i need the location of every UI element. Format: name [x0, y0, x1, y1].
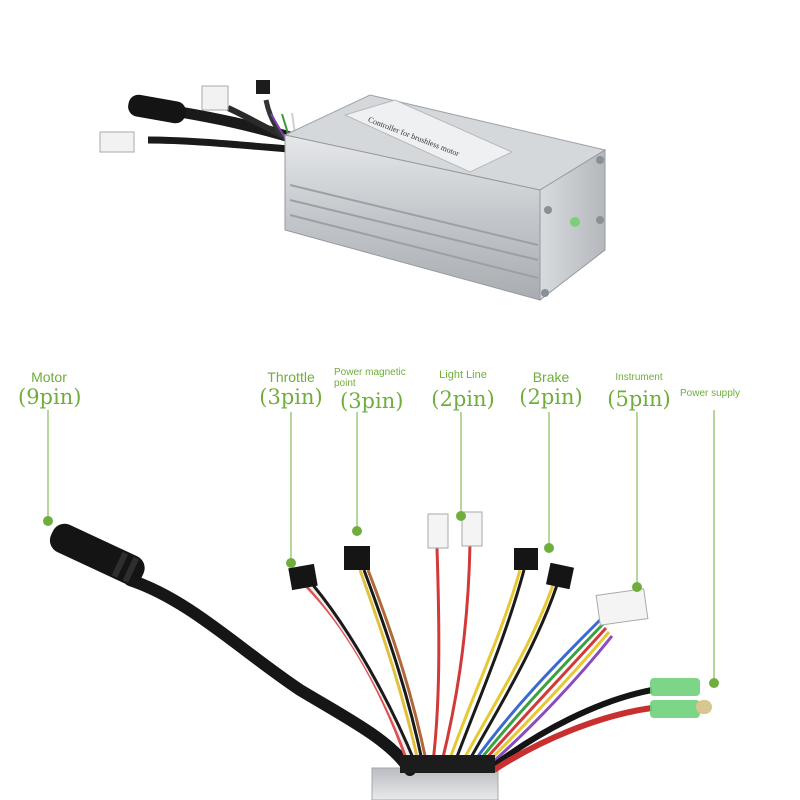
wire-bundle-sleeve — [400, 755, 495, 773]
white-connector-top-left — [99, 131, 135, 153]
label-brake-name: Brake — [532, 369, 570, 385]
wire-brake-black-1 — [450, 569, 526, 771]
label-brake: Brake (2pin) — [518, 369, 584, 409]
screw — [541, 289, 549, 297]
white-connector-top-mid — [201, 85, 229, 111]
brake-connector-1 — [514, 548, 538, 570]
light-connector-1 — [427, 513, 449, 549]
wire-instr-green — [470, 622, 605, 771]
label-instrument-pins: (5pin) — [607, 387, 671, 411]
label-power-magnetic: Power magnetic point (3pin) — [334, 367, 418, 413]
light-connector-2 — [461, 511, 483, 547]
housing-fin — [289, 184, 539, 246]
label-throttle-pins: (3pin) — [259, 385, 323, 409]
wire-light-red-1 — [430, 547, 441, 771]
wire-light-red-2 — [438, 543, 472, 771]
controller-base-bottom — [371, 767, 499, 800]
housing-fin — [289, 199, 539, 261]
cable-bundle-top — [147, 136, 301, 154]
housing-fin — [289, 214, 539, 279]
power-terminal-pin — [696, 700, 712, 714]
label-brake-pins: (2pin) — [519, 385, 583, 409]
label-power-supply: Power supply — [680, 388, 756, 399]
power-terminal-1 — [650, 678, 700, 696]
screw — [544, 206, 552, 214]
label-instrument: Instrument (5pin) — [606, 372, 672, 411]
label-light-line-name: Light Line — [439, 369, 487, 381]
wire-throttle-red — [303, 583, 412, 771]
brake-connector-2 — [545, 562, 575, 590]
label-power-magnetic-name-2: point — [334, 378, 356, 389]
wire-throttle-white — [307, 583, 416, 771]
motor-cable — [124, 574, 416, 776]
throttle-connector — [288, 563, 318, 591]
wire-instr-red — [474, 626, 608, 771]
housing-sticker — [343, 99, 514, 173]
wiring-diagram — [43, 410, 719, 800]
label-power-magnetic-pins: (3pin) — [340, 389, 404, 413]
wire-brake-yellow-2 — [456, 584, 555, 771]
motor-plug — [49, 523, 145, 585]
instrument-connector — [595, 588, 649, 626]
label-motor-name: Motor — [31, 369, 67, 385]
black-connector-top — [256, 80, 270, 94]
screw — [596, 216, 604, 224]
label-throttle-name: Throttle — [267, 369, 315, 385]
label-light-line-pins: (2pin) — [431, 387, 495, 411]
wire-throttle-black — [311, 584, 420, 771]
wire-pm-yellow — [358, 569, 422, 771]
dot-power-magnetic — [352, 526, 362, 536]
label-motor-pins: (9pin) — [18, 385, 82, 409]
label-throttle: Throttle (3pin) — [258, 369, 324, 409]
wire-power-black — [486, 687, 653, 773]
dot-throttle — [286, 558, 296, 568]
wire-purple-top — [270, 113, 286, 139]
label-light-line: Light Line (2pin) — [430, 369, 496, 412]
label-power-supply-name: Power supply — [680, 388, 741, 399]
label-instrument-name: Instrument — [615, 372, 663, 383]
dot-brake — [544, 543, 554, 553]
wire-instr-yellow — [478, 631, 611, 772]
motor-plug-top — [128, 94, 186, 124]
label-power-magnetic-name-1: Power magnetic — [334, 367, 406, 378]
dot-power-supply — [709, 678, 719, 688]
wire-pm-brown — [366, 569, 430, 771]
status-led — [570, 217, 580, 227]
power-magnetic-connector — [344, 546, 370, 570]
wire-instr-blue — [466, 618, 602, 771]
wire-brake-black-2 — [462, 584, 559, 771]
power-terminal-2 — [650, 700, 700, 718]
wire-instr-purple — [483, 635, 614, 772]
wire-pm-black — [362, 569, 426, 771]
screw — [596, 156, 604, 164]
dot-light-line — [456, 511, 466, 521]
dot-motor — [43, 516, 53, 526]
wire-power-red — [492, 705, 653, 773]
dot-instrument — [632, 582, 642, 592]
label-motor: Motor (9pin) — [18, 369, 82, 409]
wire-brake-yellow-1 — [444, 569, 522, 771]
controller-box — [99, 80, 607, 302]
